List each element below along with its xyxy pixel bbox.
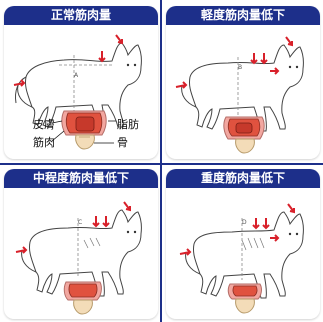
cat-illustration-moderate: C	[4, 188, 158, 319]
label-skin: 皮膚	[33, 118, 55, 131]
panel-title: 正常筋肉量	[4, 6, 158, 25]
marker-label: C	[78, 219, 82, 226]
panel-normal: 正常筋肉量 A 皮膚 脂肪 筋肉 骨	[4, 6, 158, 159]
cat-illustration-severe: D	[166, 188, 320, 319]
panel-title: 軽度筋肉量低下	[166, 6, 320, 25]
panel-title: 中程度筋肉量低下	[4, 169, 158, 188]
marker-label: B	[238, 64, 242, 71]
marker-label: D	[242, 219, 247, 226]
label-bone: 骨	[117, 136, 128, 149]
label-fat: 脂肪	[117, 118, 139, 131]
label-muscle: 筋肉	[33, 136, 55, 149]
cat-illustration-mild: B	[166, 25, 320, 159]
cat-illustration-normal: A	[4, 25, 158, 159]
panel-mild: 軽度筋肉量低下 B	[166, 6, 320, 159]
panel-moderate: 中程度筋肉量低下 C	[4, 169, 158, 319]
divider-vertical	[160, 0, 162, 322]
panel-severe: 重度筋肉量低下 D	[166, 169, 320, 319]
panel-title: 重度筋肉量低下	[166, 169, 320, 188]
